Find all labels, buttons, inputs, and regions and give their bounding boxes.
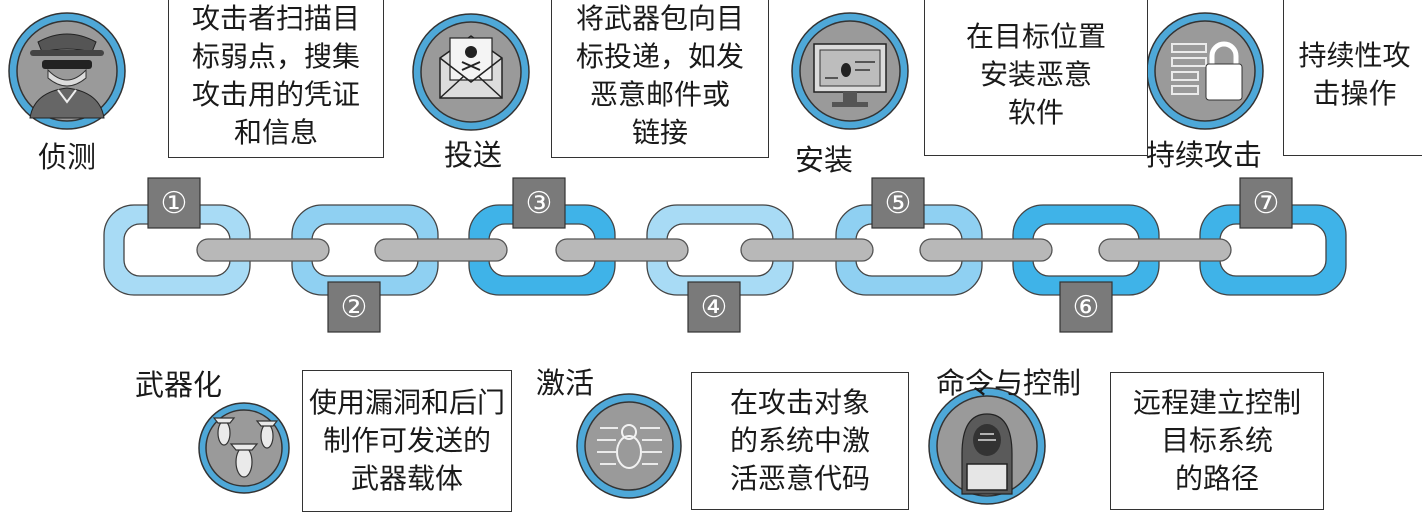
stage-description-install: 在目标位置 安装恶意 软件 — [924, 0, 1148, 156]
badge-number-7: ⑦ — [1253, 186, 1280, 221]
hooded-hacker-laptop-icon — [928, 387, 1046, 505]
chain-links — [103, 204, 1347, 296]
stage-label-recon: 侦测 — [38, 140, 97, 174]
connector-4 — [740, 238, 874, 262]
padlock-form-icon — [1146, 12, 1264, 130]
chain-link-4 — [646, 204, 794, 296]
stage-description-activation: 在攻击对象 的系统中激 活恶意代码 — [691, 372, 909, 510]
badge-number-1: ① — [161, 186, 188, 221]
bug-activation-icon — [576, 393, 682, 499]
hacker-spy-icon — [8, 12, 126, 130]
chain-connectors — [196, 238, 1232, 262]
stage-label-persistence: 持续攻击 — [1146, 138, 1263, 172]
stage-label-command-control: 命令与控制 — [936, 366, 1082, 400]
connector-2 — [374, 238, 508, 262]
malicious-email-icon — [412, 13, 530, 131]
stage-description-persistence: 持续性攻 击操作 — [1283, 0, 1422, 156]
stage-label-delivery: 投送 — [444, 138, 503, 172]
stage-description-delivery: 将武器包向目 标投递，如发 恶意邮件或 链接 — [551, 0, 769, 158]
connector-6 — [1098, 238, 1232, 262]
stage-label-install: 安装 — [795, 143, 854, 177]
badge-number-6: ⑥ — [1073, 290, 1100, 325]
stage-label-activation: 激活 — [536, 366, 595, 400]
stage-description-weaponize: 使用漏洞和后门 制作可发送的 武器载体 — [302, 370, 512, 512]
missiles-icon — [198, 402, 290, 494]
badge-number-2: ② — [341, 290, 368, 325]
chain-link-6 — [1012, 204, 1160, 296]
connector-1 — [196, 238, 330, 262]
stage-description-recon: 攻击者扫描目 标弱点，搜集 攻击用的凭证 和信息 — [168, 0, 384, 158]
connector-3 — [555, 238, 689, 262]
monitor-bug-icon — [791, 12, 909, 130]
number-badges: ① ② ③ ④ ⑤ ⑥ ⑦ — [147, 177, 1293, 333]
stage-label-weaponize: 武器化 — [135, 368, 223, 402]
connector-5 — [919, 238, 1053, 262]
badge-number-4: ④ — [701, 290, 728, 325]
stage-description-command-control: 远程建立控制 目标系统 的路径 — [1110, 372, 1324, 510]
chain-link-2 — [291, 204, 439, 296]
badge-number-3: ③ — [526, 186, 553, 221]
badge-number-5: ⑤ — [885, 186, 912, 221]
